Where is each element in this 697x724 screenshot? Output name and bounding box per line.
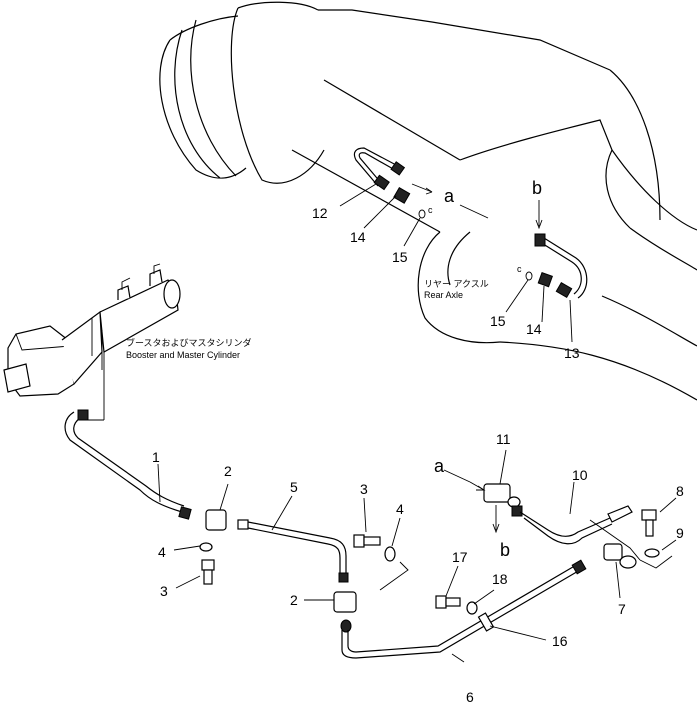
part-number-15-right: 15 — [490, 313, 506, 329]
washer-18 — [466, 601, 478, 615]
booster-caption-jp: ブースタおよびマスタシリンダ — [126, 337, 252, 348]
junction-11 — [469, 481, 521, 534]
bolt-17 — [435, 595, 461, 609]
washer-9 — [644, 548, 660, 558]
part-number-10: 10 — [572, 467, 588, 483]
part-number-6: 6 — [466, 689, 474, 705]
union-14 — [537, 271, 553, 288]
clamp-16 — [477, 612, 495, 632]
leader-lines — [157, 183, 677, 663]
part-number-14-right: 14 — [526, 321, 542, 337]
brake-tube-10 — [511, 505, 641, 561]
rear-axle-left-tube-group — [353, 147, 489, 219]
rear-axle-caption-jp: リヤー アクスル — [424, 279, 489, 289]
part-number-1: 1 — [152, 449, 160, 465]
brake-tube-1 — [64, 409, 192, 520]
part-number-13: 13 — [564, 345, 580, 361]
part-number-14-left: 14 — [350, 229, 366, 245]
o-ring-15 — [525, 271, 533, 281]
part-number-4-mid: 4 — [396, 501, 404, 517]
brake-tube-5 — [237, 519, 349, 583]
part-number-4-left: 4 — [158, 544, 166, 560]
connection-c-right: c — [517, 264, 522, 274]
tube-nut — [555, 281, 573, 299]
connection-b-bottom: b — [500, 540, 510, 560]
brake-tube-6 — [340, 559, 587, 659]
booster-master-cylinder — [3, 263, 181, 421]
part-number-7: 7 — [618, 601, 626, 617]
clamp-2-lower — [333, 591, 357, 613]
clamp-7 — [603, 543, 637, 569]
tube-nut — [373, 174, 390, 191]
bolt-3-mid — [353, 534, 381, 548]
part-number-8: 8 — [676, 483, 684, 499]
part-number-11: 11 — [496, 431, 511, 447]
part-number-2-upper: 2 — [224, 463, 232, 479]
bolt-3-left — [201, 559, 215, 585]
part-number-15-left: 15 — [392, 249, 408, 265]
part-number-2-lower: 2 — [290, 592, 298, 608]
connection-a-top: a — [444, 186, 455, 206]
bolt-8 — [641, 509, 657, 537]
washer-4-left — [199, 542, 213, 552]
tube-nut — [390, 161, 406, 176]
part-number-18: 18 — [492, 571, 508, 587]
connection-a-bottom: a — [434, 456, 445, 476]
connection-c-left: c — [428, 205, 433, 215]
brake-tube-13 — [539, 241, 582, 295]
part-number-16: 16 — [552, 633, 568, 649]
rear-axle-right-tube-group — [525, 200, 588, 299]
part-number-12: 12 — [312, 205, 328, 221]
brake-tube-12 — [353, 147, 399, 187]
union-14 — [393, 186, 411, 204]
washer-4-mid — [384, 546, 396, 562]
booster-caption-en: Booster and Master Cylinder — [126, 350, 240, 360]
rear-axle-caption-en: Rear Axle — [424, 290, 463, 300]
part-number-3-mid: 3 — [360, 481, 368, 497]
o-ring-15 — [418, 209, 426, 219]
connection-b-top: b — [532, 178, 542, 198]
tube-fitting — [534, 233, 546, 247]
clamp-2-upper — [205, 509, 227, 531]
part-number-3-left: 3 — [160, 583, 168, 599]
part-number-9: 9 — [676, 525, 684, 541]
part-number-5: 5 — [290, 479, 298, 495]
part-number-17: 17 — [452, 549, 468, 565]
rear-axle-housing — [159, 1, 697, 401]
